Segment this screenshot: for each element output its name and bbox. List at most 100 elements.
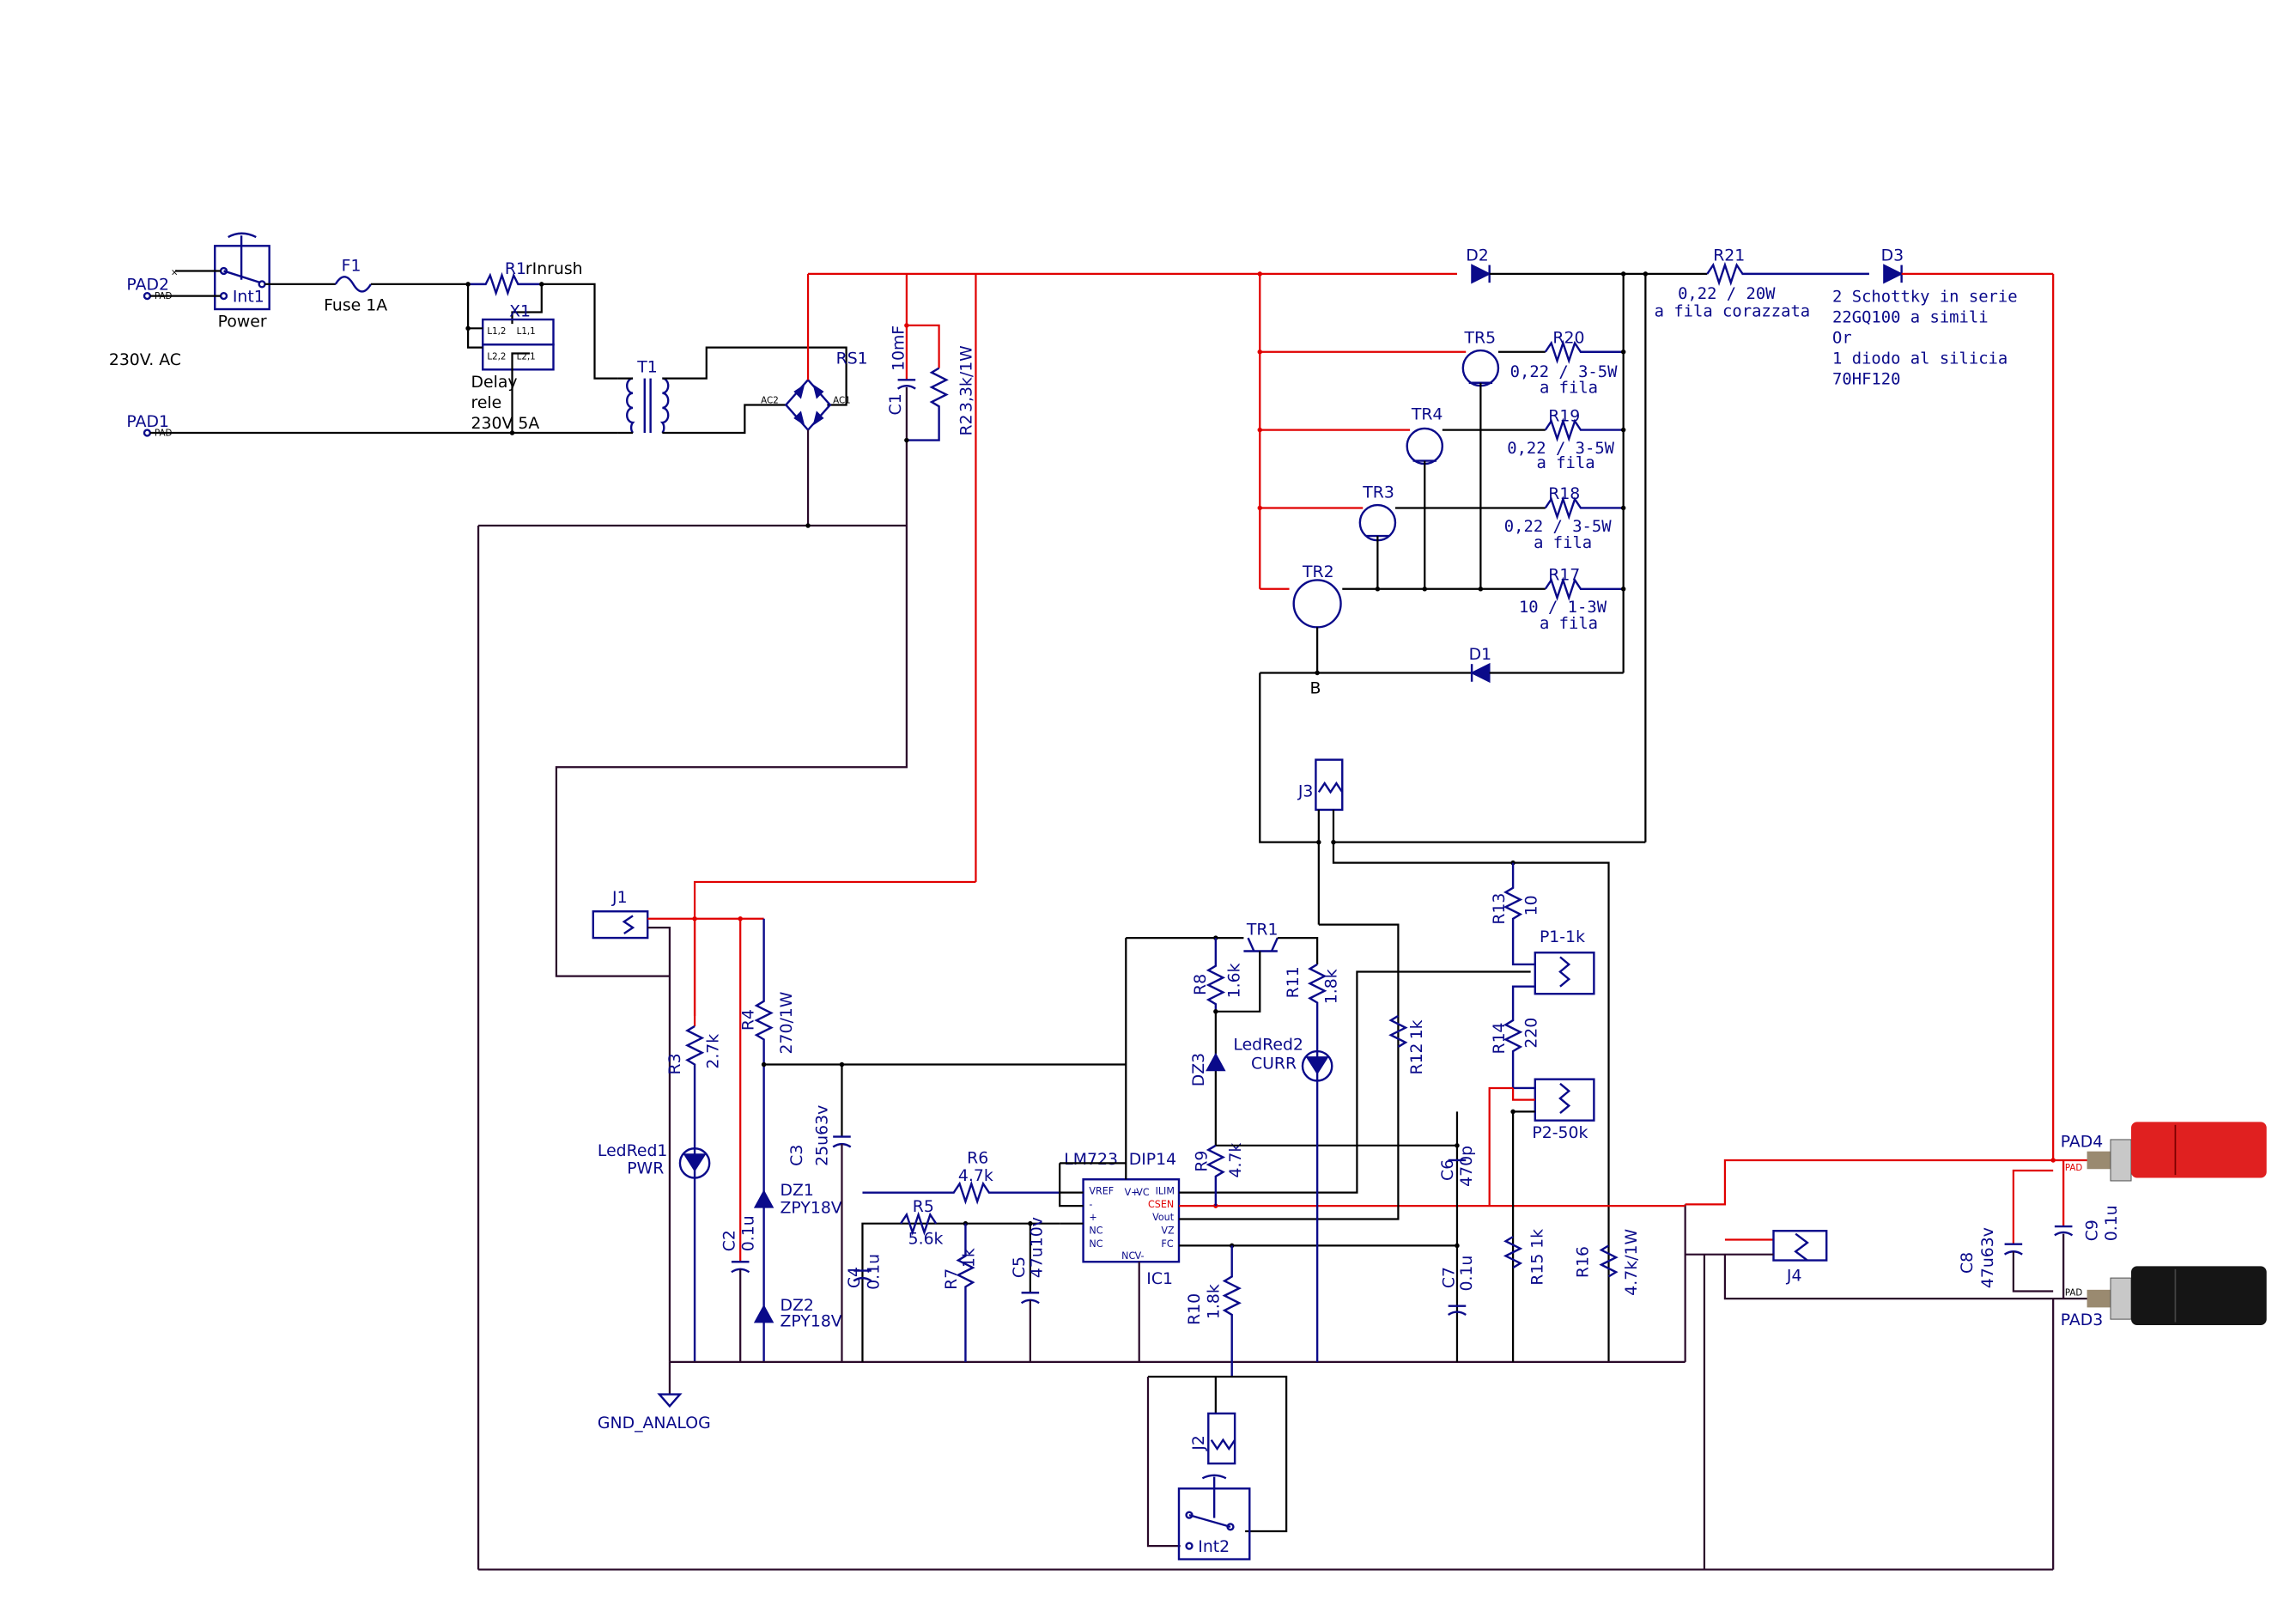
r2-resistor xyxy=(906,367,949,441)
r10-ref: R10 xyxy=(1186,1293,1204,1325)
gnd-analog-label: GND_ANALOG xyxy=(598,1414,711,1432)
r20-ref: R20 xyxy=(1552,329,1584,347)
r9-resistor xyxy=(1206,1144,1226,1207)
dz3-zener xyxy=(1206,1052,1226,1072)
svg-text:VZ: VZ xyxy=(1161,1226,1175,1237)
control-section: J1 R3 2.7k LedRed1 PWR C2 0.1u R4 270/1W… xyxy=(592,860,2055,1570)
c2-value: 0.1u xyxy=(740,1215,758,1251)
d3-note-3: Or xyxy=(1832,329,1852,347)
d3-ref: D3 xyxy=(1881,246,1904,265)
x1-note-1: Delay xyxy=(471,374,518,392)
r9-value: 4.7k xyxy=(1227,1143,1245,1178)
r16-value: 4.7k/1W xyxy=(1623,1228,1641,1295)
pad3-binding-post[interactable] xyxy=(2086,1266,2267,1325)
r2-value: 3,3k/1W xyxy=(957,345,975,412)
output-section: C8 47u63v C9 0.1u PAD4 PAD PAD3 PAD xyxy=(1959,1122,2267,1329)
r5-value: 5.6k xyxy=(908,1231,944,1249)
c7-ref: C7 xyxy=(1441,1267,1459,1288)
r6-resistor xyxy=(862,1180,1060,1205)
x1-note-3: 230V 5A xyxy=(471,415,540,433)
r17-resistor xyxy=(1544,576,1624,601)
r21-resistor xyxy=(1706,261,1869,286)
d1-ref: D1 xyxy=(1469,646,1491,664)
tr4-ref: TR4 xyxy=(1411,406,1443,424)
f1-ref: F1 xyxy=(342,257,361,275)
c1-value: 10mF xyxy=(890,325,908,371)
r8-resistor xyxy=(1206,938,1226,1012)
r3-ref: R3 xyxy=(666,1053,684,1074)
led1-led xyxy=(678,1147,711,1179)
d2-diode xyxy=(1471,264,1491,284)
svg-text:FC: FC xyxy=(1161,1238,1173,1250)
r12-value: 1k xyxy=(1408,1019,1426,1039)
tr3-ref: TR3 xyxy=(1362,484,1394,502)
r15-value: 1k xyxy=(1528,1229,1546,1249)
tr2-ref: TR2 xyxy=(1302,563,1334,581)
c4-value: 0.1u xyxy=(865,1254,883,1290)
pad1-label: PAD1 xyxy=(126,413,169,431)
r19-note: a fila xyxy=(1537,454,1595,472)
r14-value: 220 xyxy=(1523,1018,1541,1049)
r7-resistor xyxy=(956,1223,975,1362)
r4-ref: R4 xyxy=(740,1009,758,1031)
dz2-zener xyxy=(753,1304,774,1323)
r11-resistor xyxy=(1307,963,1327,1362)
pad2-label: PAD2 xyxy=(126,277,169,295)
r14-resistor xyxy=(1503,985,1535,1090)
r15-resistor xyxy=(1503,1236,1523,1269)
svg-text:ILIM: ILIM xyxy=(1156,1185,1175,1196)
led1-ref: LedRed1 xyxy=(598,1142,668,1160)
pad3-pin: PAD xyxy=(2065,1288,2083,1299)
c1-ref: C1 xyxy=(887,393,905,415)
svg-text:NC: NC xyxy=(1089,1226,1102,1237)
r15-ref: R15 xyxy=(1528,1254,1546,1286)
r3-value: 2.7k xyxy=(704,1034,722,1069)
pad3-label: PAD3 xyxy=(2061,1311,2104,1329)
p1-potentiometer[interactable] xyxy=(1534,952,1595,995)
int1-ref: Int1 xyxy=(233,288,264,306)
r8-value: 1.6k xyxy=(1225,963,1243,998)
pad4-binding-post[interactable] xyxy=(2086,1122,2267,1182)
led1-value: PWR xyxy=(627,1159,664,1177)
r18-note: a fila xyxy=(1534,534,1592,552)
dz1-value: ZPY18V xyxy=(780,1200,841,1218)
r1-ref: R1 xyxy=(505,260,526,278)
ic1-part: LM723 xyxy=(1064,1151,1118,1169)
r11-ref: R11 xyxy=(1285,966,1303,998)
r2-ref: R2 xyxy=(957,414,975,435)
r7-ref: R7 xyxy=(943,1268,961,1290)
r19-resistor xyxy=(1544,417,1624,442)
svg-text:NC: NC xyxy=(1121,1250,1135,1262)
f1-value: Fuse 1A xyxy=(324,297,387,315)
r19-ref: R19 xyxy=(1548,407,1580,425)
svg-text:Vout: Vout xyxy=(1152,1212,1175,1223)
r20-value: 0,22 / 3-5W xyxy=(1510,363,1618,381)
dz1-ref: DZ1 xyxy=(780,1182,813,1200)
power-stage: D2 R21 0,22 / 20W a fila corazzata D3 2 … xyxy=(1257,246,2055,1362)
svg-text:L1,2: L1,2 xyxy=(487,326,506,337)
x1-delay-relay: L1,2 L1,1 L2,2 L2,1 xyxy=(482,318,555,371)
j3-ref: J3 xyxy=(1297,782,1314,800)
r6-ref: R6 xyxy=(967,1149,988,1167)
dz3-ref: DZ3 xyxy=(1190,1053,1208,1086)
r4-value: 270/1W xyxy=(778,991,796,1054)
p2-ref: P2-50k xyxy=(1532,1124,1588,1142)
r19-value: 0,22 / 3-5W xyxy=(1507,440,1614,458)
int1-switch[interactable]: × Int1 Power xyxy=(171,232,270,331)
dz1-zener xyxy=(753,1189,774,1208)
r12-resistor xyxy=(1388,1014,1408,1048)
r17-value: 10 / 1-3W xyxy=(1519,599,1607,617)
j1-connector xyxy=(592,910,649,940)
r12-ref: R12 xyxy=(1408,1043,1426,1074)
int2-switch[interactable]: Int2 xyxy=(1177,1474,1251,1560)
pad4-label: PAD4 xyxy=(2061,1134,2104,1152)
c5-value: 47u10v xyxy=(1029,1217,1047,1278)
r13-ref: R13 xyxy=(1491,893,1509,925)
x1-ref: X1 xyxy=(509,303,531,321)
mains-note: 230V. AC xyxy=(109,351,181,369)
ic1-lm723: LM723 DIP14 IC1 VREF - + NC NC ILIM CSEN… xyxy=(1064,1151,1181,1288)
c4-capacitor xyxy=(853,1276,872,1282)
r3-resistor xyxy=(684,1025,705,1362)
